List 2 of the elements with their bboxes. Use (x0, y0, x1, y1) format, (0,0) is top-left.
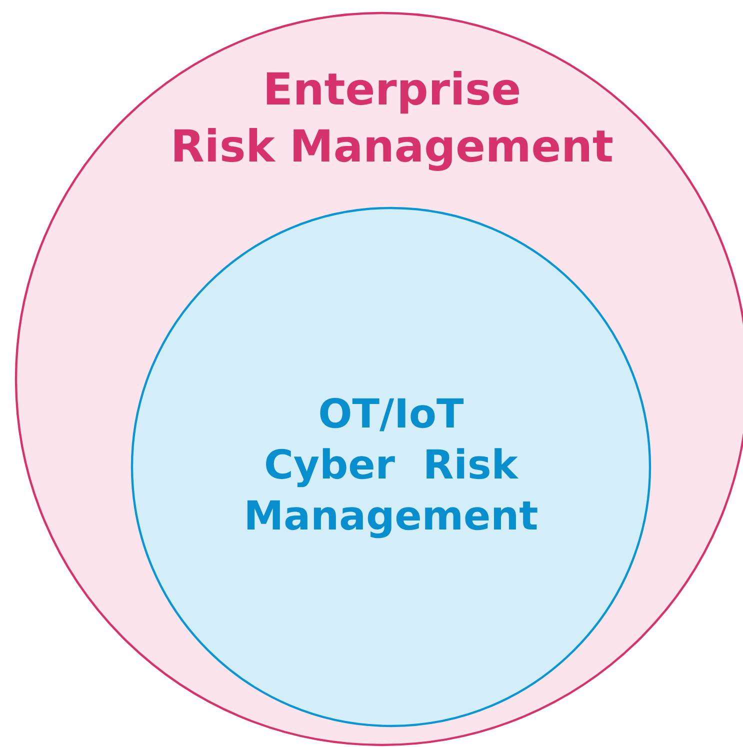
circle-label: Enterprise Risk Management (174, 71, 612, 171)
circle-label: OT/IoT Cyber Risk Management (247, 398, 538, 538)
